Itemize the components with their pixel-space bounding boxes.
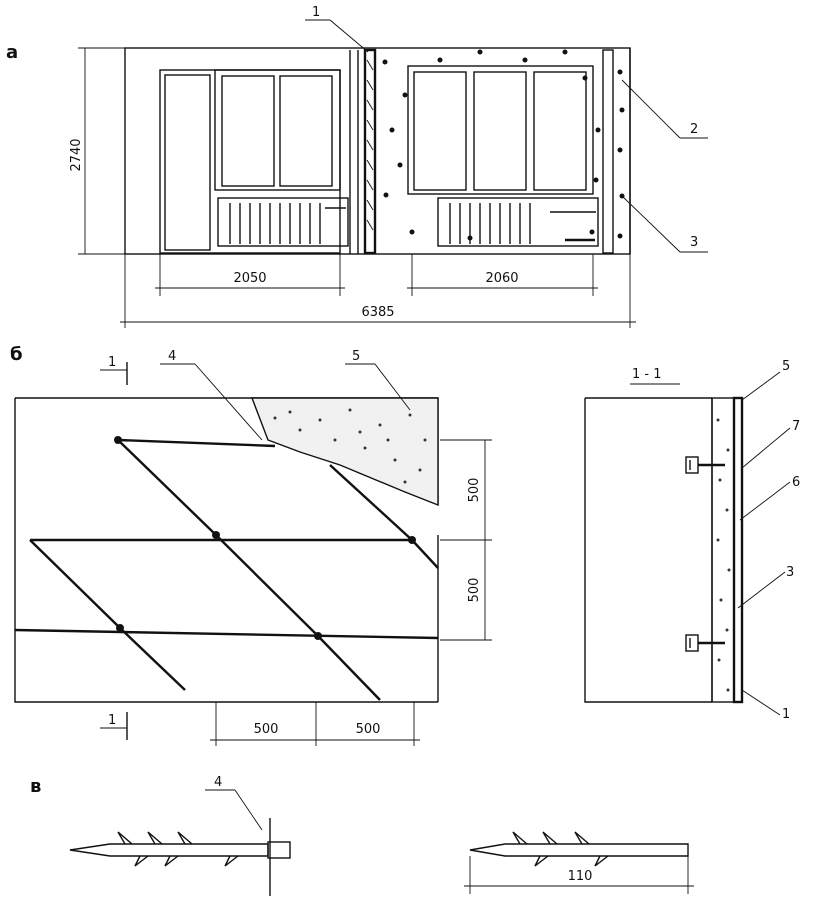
callout-3: 3 — [690, 235, 698, 250]
callout-4: 4 — [168, 349, 176, 364]
wall-outline — [124, 47, 631, 255]
section-mark-bottom: 1 — [108, 713, 116, 728]
left-radiator — [217, 197, 349, 247]
cladding-layer — [732, 396, 744, 704]
plaster-section — [711, 397, 735, 703]
section-dowel-upper — [685, 456, 725, 474]
callout-2: 2 — [690, 122, 698, 137]
section-title: 1 - 1 — [632, 367, 662, 382]
panel-c-dowel-detail: в 4 110 — [30, 775, 694, 896]
panel-a-label: а — [6, 42, 18, 63]
dim-left-window: 2050 — [233, 271, 266, 286]
plaster-layer — [250, 397, 439, 507]
dim-height: 2740 — [69, 138, 84, 171]
dim-right-window: 2060 — [485, 271, 518, 286]
panel-b-dowel-grid: б — [10, 344, 492, 746]
panel-c-callout-4: 4 — [214, 775, 222, 790]
dim-dowel-length: 110 — [568, 869, 593, 884]
right-radiator — [437, 197, 599, 247]
joint-seam-1 — [363, 48, 377, 255]
section-mark-top: 1 — [108, 355, 116, 370]
wire-mesh — [14, 438, 439, 701]
dowel-plain — [469, 831, 689, 867]
section-callout-6: 6 — [792, 475, 800, 490]
callout-5: 5 — [352, 349, 360, 364]
callout-1: 1 — [312, 5, 320, 20]
dim-h-right: 500 — [356, 722, 381, 737]
section-callout-3: 3 — [786, 565, 794, 580]
section-1-1: 1 - 1 5 7 6 3 — [584, 359, 800, 722]
dowel-dots — [382, 49, 625, 241]
right-window-group — [407, 65, 599, 247]
section-callout-1: 1 — [782, 707, 790, 722]
panel-a-elevation: а — [6, 5, 708, 328]
section-callout-5: 5 — [782, 359, 790, 374]
dim-total: 6385 — [361, 305, 394, 320]
panel-b-label: б — [10, 344, 23, 365]
dowel-with-head — [69, 818, 291, 896]
panel-c-label: в — [30, 776, 41, 797]
section-dowel-lower — [685, 634, 725, 652]
left-window-group — [159, 69, 349, 254]
dim-h-left: 500 — [254, 722, 279, 737]
section-callout-7: 7 — [792, 419, 800, 434]
dowel-nodes — [114, 436, 416, 640]
dim-v-upper: 500 — [467, 478, 482, 503]
dim-v-lower: 500 — [467, 578, 482, 603]
